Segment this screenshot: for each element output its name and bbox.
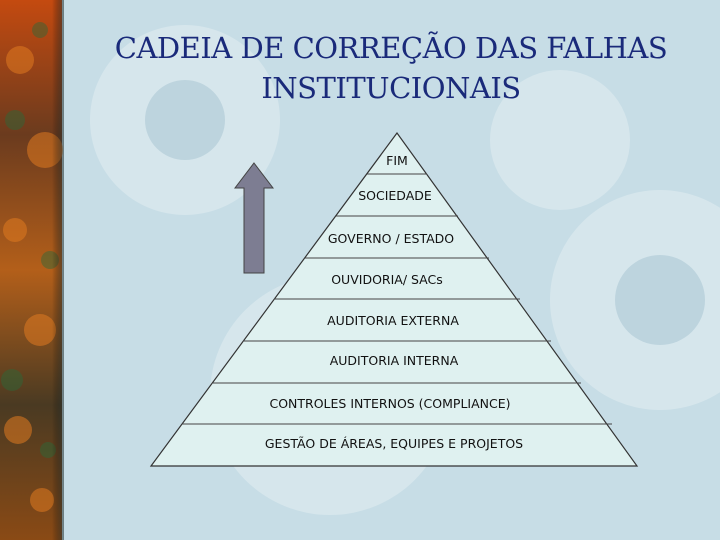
pyramid-level-governo: GOVERNO / ESTADO [291,231,491,246]
pyramid-level-auditoria-interna: AUDITORIA INTERNA [244,353,544,368]
pyramid-level-controles-internos: CONTROLES INTERNOS (COMPLIANCE) [190,396,590,411]
pyramid-level-ouvidoria: OUVIDORIA/ SACs [287,272,487,287]
pyramid-level-sociedade: SOCIEDADE [295,188,495,203]
pyramid-level-fim: FIM [297,153,497,168]
pyramid-level-gestao: GESTÃO DE ÁREAS, EQUIPES E PROJETOS [194,436,594,451]
pyramid-level-auditoria-externa: AUDITORIA EXTERNA [243,313,543,328]
up-arrow-icon [235,163,273,273]
